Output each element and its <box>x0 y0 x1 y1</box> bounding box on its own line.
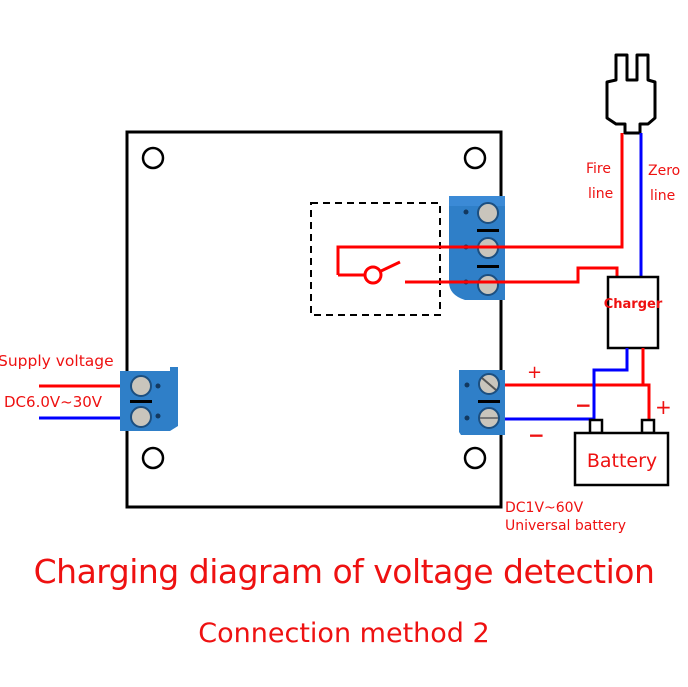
charger-negative-wire <box>592 348 629 420</box>
mount-hole-bottom-right <box>463 446 487 470</box>
fire-line-label-2: line <box>588 186 613 202</box>
relay-dashed-box <box>310 202 441 316</box>
battery-positive-symbol: + <box>655 395 672 419</box>
mount-hole-top-left <box>141 146 165 170</box>
main-title: Charging diagram of voltage detection <box>33 552 655 591</box>
output-spec-voltage: DC1V~60V <box>505 500 584 516</box>
mount-hole-top-right <box>463 146 487 170</box>
battery-label: Battery <box>587 450 657 472</box>
charger-label: Charger <box>604 297 663 312</box>
mains-plug-icon <box>605 53 657 135</box>
fire-line-label: Fire <box>586 161 611 177</box>
output-positive-wire <box>505 383 651 420</box>
output-spec-battery: Universal battery <box>505 518 626 534</box>
zero-line-label-2: line <box>650 188 675 204</box>
output-negative-symbol: − <box>528 423 545 447</box>
supply-voltage-range: DC6.0V~30V <box>4 393 103 411</box>
module-board <box>125 130 503 509</box>
battery-negative-symbol: − <box>575 393 592 417</box>
supply-terminal-block <box>120 367 178 431</box>
supply-voltage-label: Supply voltage <box>0 352 114 370</box>
output-positive-symbol: + <box>527 362 542 383</box>
mount-hole-bottom-left <box>141 446 165 470</box>
battery <box>573 418 670 487</box>
sub-title: Connection method 2 <box>198 618 490 649</box>
output-terminal-block <box>459 370 505 435</box>
charger-box <box>606 275 660 350</box>
zero-line-label: Zero <box>648 163 680 179</box>
